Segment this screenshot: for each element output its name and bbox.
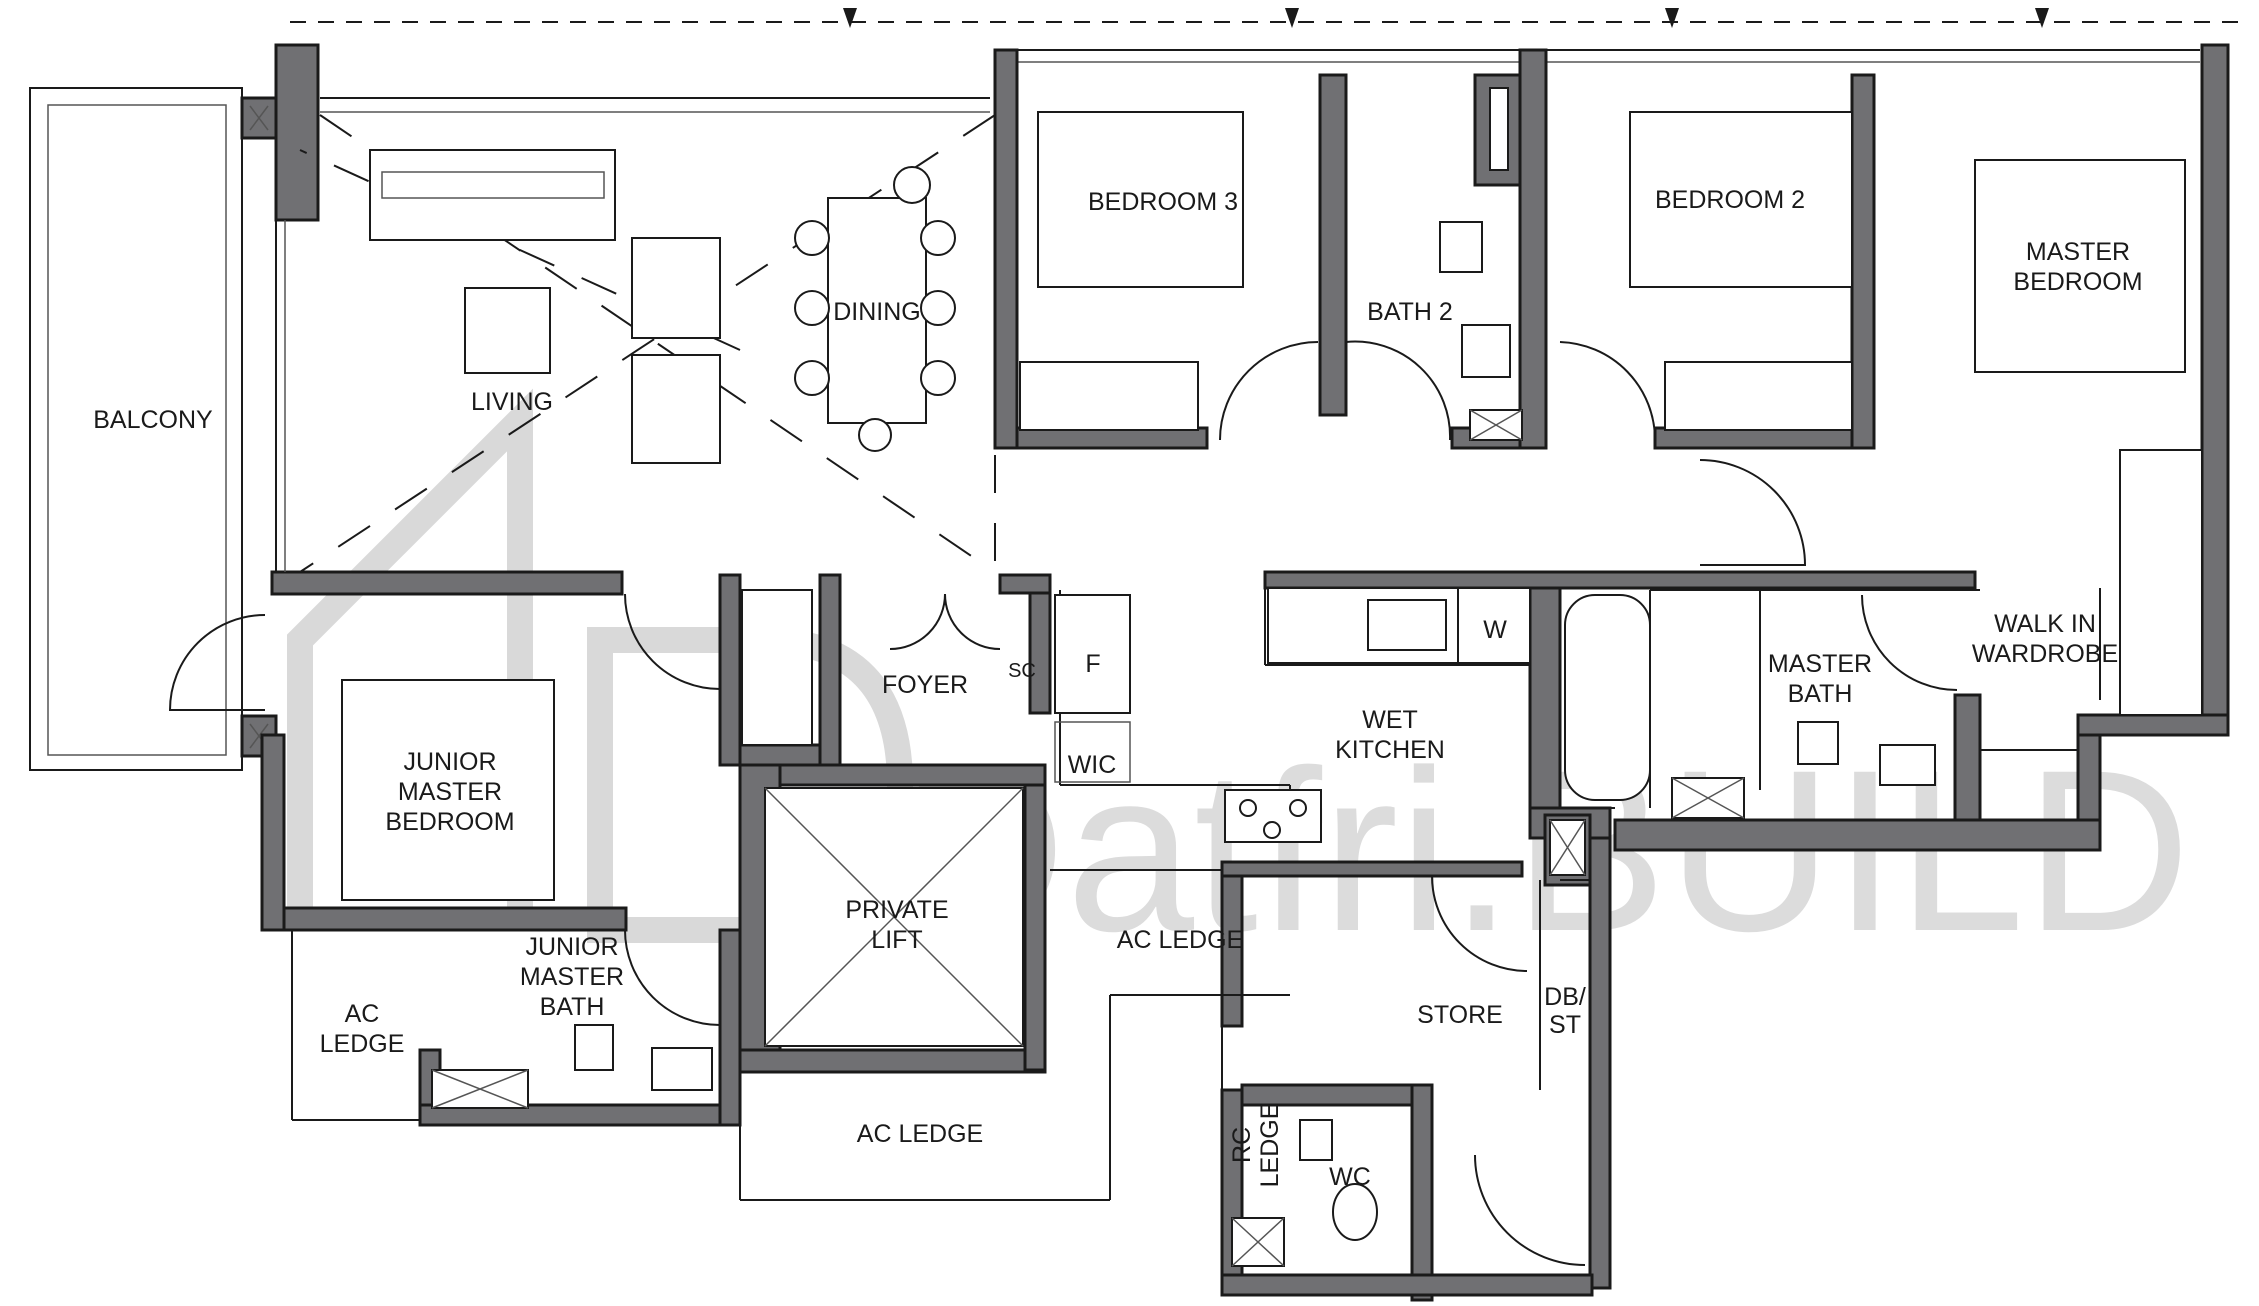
- armchair-icon: [631, 237, 721, 339]
- label-db-st-1: DB/: [1544, 983, 1586, 1011]
- foyer-door: [889, 593, 946, 650]
- toilet-icon: [1797, 721, 1839, 765]
- label-wet-kitchen-2: KITCHEN: [1335, 736, 1445, 764]
- label-junior-master-bath-3: BATH: [540, 993, 605, 1021]
- bath2-door: [1345, 340, 1452, 441]
- label-rc-ledge-1: RC: [1228, 1127, 1256, 1163]
- label-junior-master-bedroom-2: MASTER: [398, 778, 502, 806]
- label-db-st-2: ST: [1549, 1011, 1581, 1039]
- label-master-bath-2: BATH: [1788, 680, 1853, 708]
- walls: [260, 43, 2230, 1302]
- desk-icon: [1019, 361, 1199, 431]
- bed-icon: [341, 679, 555, 901]
- wardrobe-icon: [2119, 449, 2203, 716]
- furniture: [341, 111, 2203, 1267]
- label-bedroom3: BEDROOM 3: [1088, 188, 1238, 216]
- balcony-door: [168, 614, 266, 711]
- balcony: [29, 43, 320, 771]
- toilet-icon: [1439, 221, 1483, 273]
- label-junior-master-bath-1: JUNIOR: [525, 933, 618, 961]
- label-ac-ledge-mid: AC LEDGE: [1117, 926, 1243, 954]
- label-ac-ledge-left-2: LEDGE: [320, 1030, 405, 1058]
- label-ac-ledge-left-1: AC: [345, 1000, 380, 1028]
- bed-icon: [1629, 111, 1853, 288]
- basin-icon: [1461, 324, 1511, 378]
- sofa-icon: [369, 149, 616, 241]
- bed-icon: [1974, 159, 2186, 373]
- label-foyer: FOYER: [882, 671, 968, 699]
- fridge-icon: [1054, 594, 1131, 714]
- toilet-icon: [1332, 1183, 1378, 1241]
- bathtub-icon: [1564, 594, 1651, 801]
- watermark-house-icon: [287, 388, 533, 930]
- label-junior-master-bath-2: MASTER: [520, 963, 624, 991]
- foyer-door: [944, 593, 1001, 650]
- label-junior-master-bedroom-1: JUNIOR: [403, 748, 496, 776]
- label-w: W: [1483, 616, 1507, 644]
- watermark: Datfri.BUILD: [287, 388, 2191, 979]
- label-dining: DINING: [833, 298, 921, 326]
- label-master-bedroom-2: BEDROOM: [2013, 268, 2142, 296]
- bedroom3-door: [1219, 341, 1319, 441]
- wic-cabinet: [1054, 721, 1131, 783]
- label-master-bedroom-1: MASTER: [2026, 238, 2130, 266]
- label-living: LIVING: [471, 388, 553, 416]
- coffee-table-icon: [464, 287, 551, 374]
- junior-bath-door: [624, 929, 721, 1026]
- sink-icon: [1367, 599, 1447, 651]
- washer-icon: [1457, 587, 1531, 664]
- label-sc: SC: [1008, 660, 1036, 682]
- service-shafts: [431, 409, 1745, 1267]
- label-ac-ledge-bottom: AC LEDGE: [857, 1120, 983, 1148]
- label-bedroom2: BEDROOM 2: [1655, 186, 1805, 214]
- label-wc: WC: [1329, 1163, 1371, 1191]
- bed-icon: [1037, 111, 1244, 288]
- doors: [168, 340, 1958, 1266]
- store-door: [1474, 1154, 1586, 1266]
- label-balcony: BALCONY: [93, 406, 213, 434]
- label-wet-kitchen-1: WET: [1362, 706, 1418, 734]
- label-rc-ledge-2: LEDGE: [1256, 1103, 1284, 1188]
- label-walk-in-wardrobe-2: WARDROBE: [1972, 640, 2118, 668]
- label-private-lift-1: PRIVATE: [845, 896, 948, 924]
- label-f: F: [1085, 650, 1100, 678]
- armchair-icon: [631, 354, 721, 464]
- master-bath-door: [1861, 594, 1958, 691]
- junior-bedroom-door: [624, 593, 721, 691]
- basin-icon: [1299, 1119, 1333, 1161]
- basin-icon: [651, 1047, 713, 1091]
- label-wic: WIC: [1068, 751, 1117, 779]
- bedroom2-door: [1559, 341, 1656, 441]
- label-store: STORE: [1417, 1001, 1503, 1029]
- basin-icon: [1879, 744, 1936, 786]
- label-private-lift-2: LIFT: [871, 926, 922, 954]
- kitchen-door: [1431, 875, 1528, 972]
- dining-table-icon: [827, 197, 927, 424]
- label-walk-in-wardrobe-1: WALK IN: [1994, 610, 2096, 638]
- master-bedroom-door: [1699, 459, 1807, 566]
- room-labels: BALCONY LIVING DINING BEDROOM 3 BATH 2 B…: [93, 186, 2142, 1191]
- desk-icon: [1664, 361, 1853, 431]
- facade-window-line: [290, 8, 2240, 113]
- label-junior-master-bedroom-3: BEDROOM: [385, 808, 514, 836]
- label-bath2: BATH 2: [1367, 298, 1453, 326]
- label-master-bath-1: MASTER: [1768, 650, 1872, 678]
- toilet-icon: [574, 1024, 614, 1071]
- shoe-cabinet-icon: [741, 589, 813, 746]
